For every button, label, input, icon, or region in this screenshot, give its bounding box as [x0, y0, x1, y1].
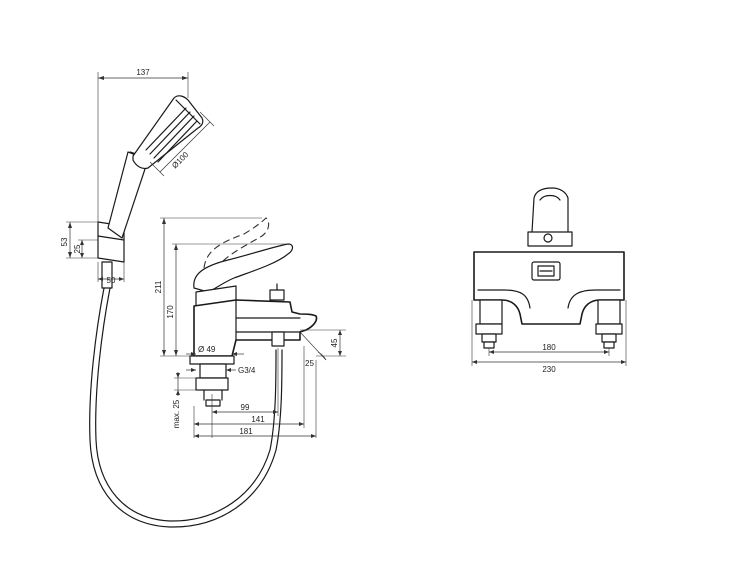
dim-d49: Ø 49	[198, 345, 216, 354]
dim-99: 99	[241, 403, 250, 412]
dim-141: 141	[251, 415, 265, 424]
dim-211: 211	[154, 280, 163, 293]
mixer-side-view	[189, 217, 318, 407]
mixer-front-view	[473, 187, 625, 349]
dim-180: 180	[542, 343, 556, 352]
dim-53: 53	[60, 237, 69, 246]
side-view-dimensions: 137 Ø100 53 25 50 211	[60, 68, 346, 438]
front-view-dimensions: 180 230	[471, 300, 627, 374]
dim-25-angle: 25	[305, 359, 314, 368]
dim-181: 181	[239, 427, 253, 436]
dim-45: 45	[330, 338, 339, 347]
dim-137: 137	[136, 68, 150, 77]
hand-shower-side-view	[89, 95, 283, 528]
dim-25-holder: 25	[73, 244, 82, 253]
dim-230: 230	[542, 365, 556, 374]
dim-170: 170	[166, 305, 175, 319]
dim-max25: max. 25	[172, 399, 181, 428]
dim-g34: G3/4	[238, 366, 256, 375]
dim-50: 50	[107, 276, 116, 285]
dim-d100: Ø100	[170, 150, 191, 171]
